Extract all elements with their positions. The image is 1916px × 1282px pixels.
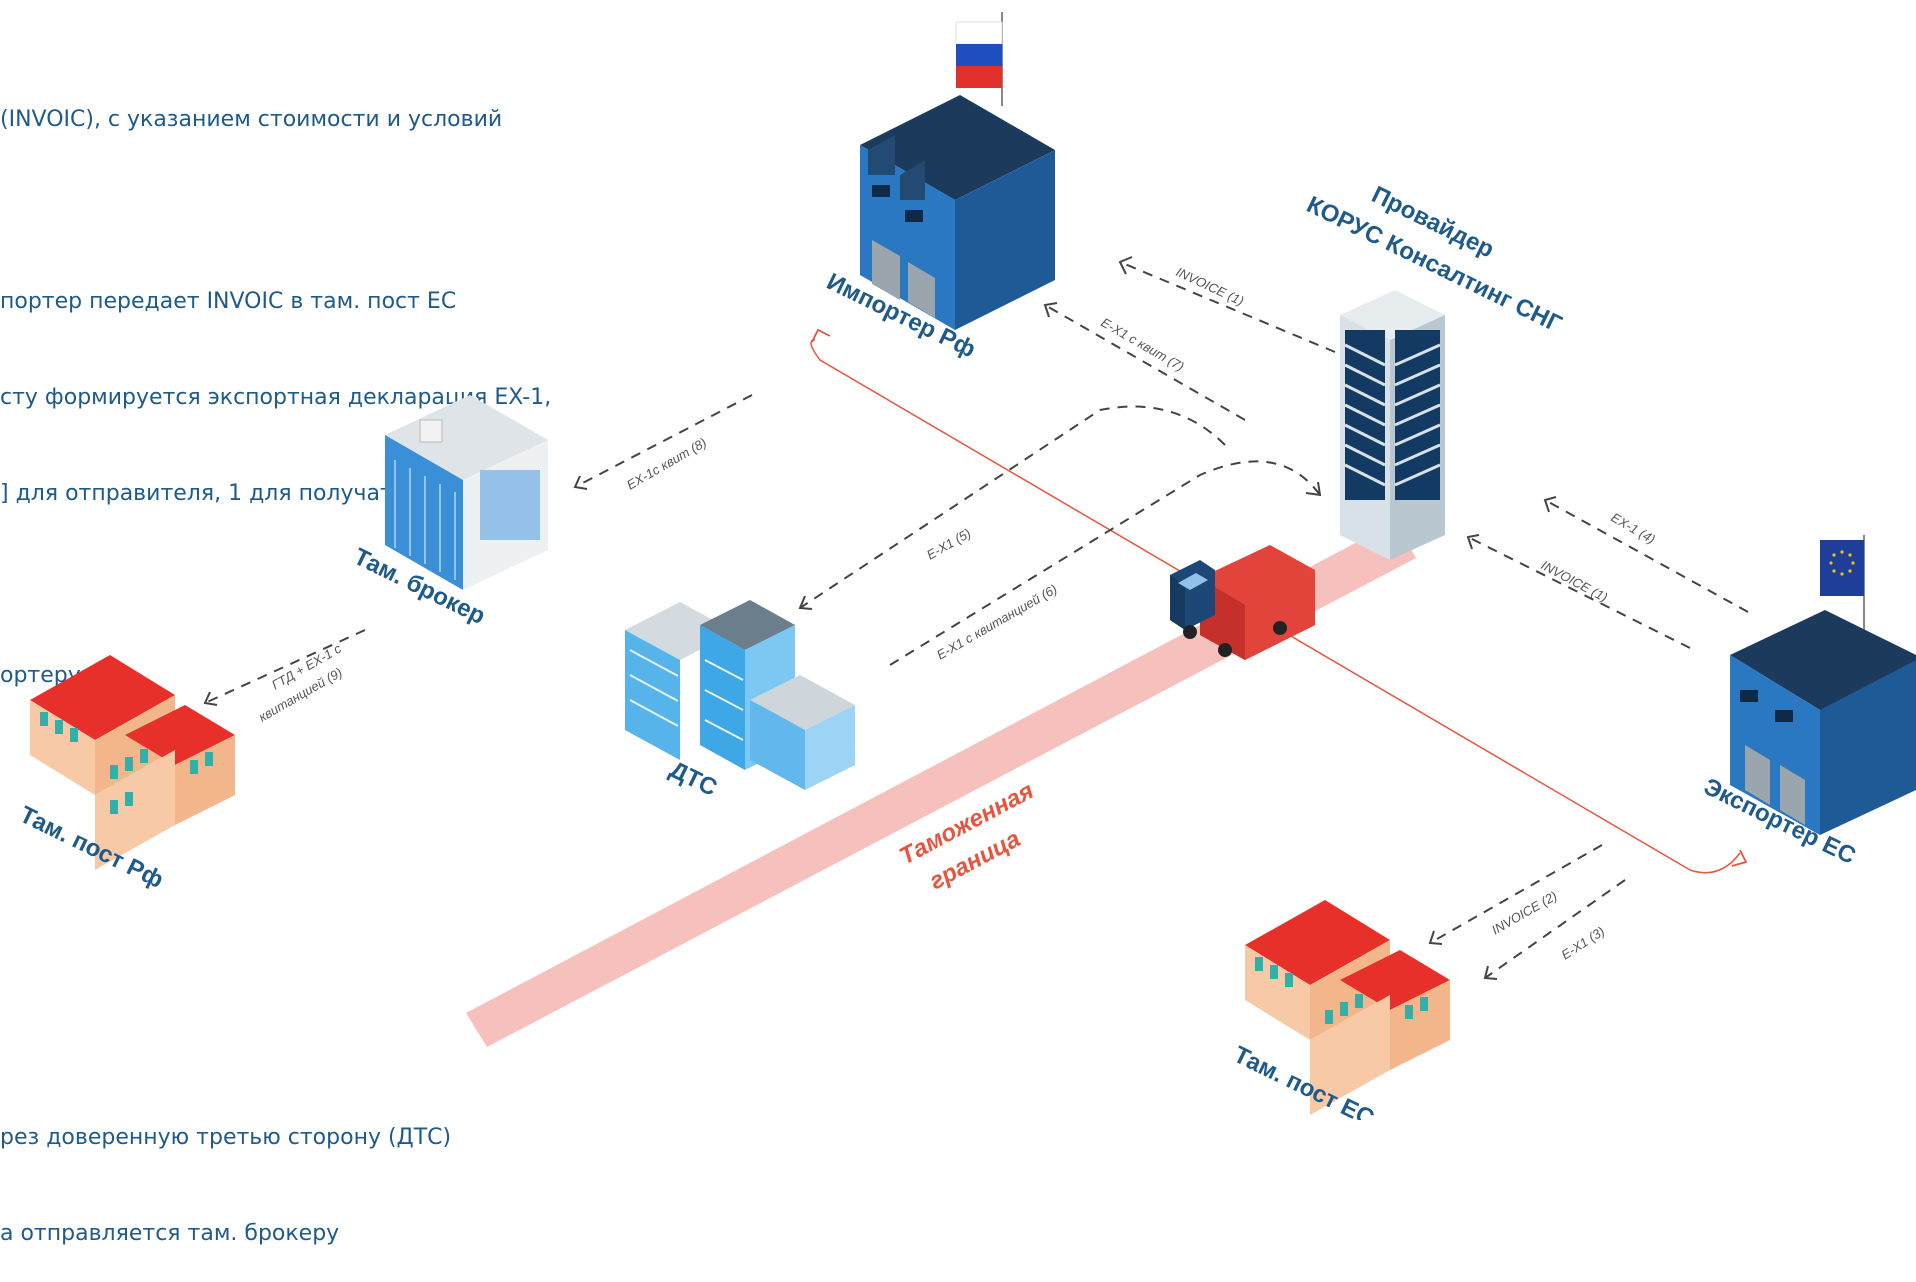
- arrow-invoice1-to-importer: [1118, 256, 1336, 353]
- msg-invoice2: INVOICE (2): [1489, 888, 1560, 937]
- customs-border-band: [466, 522, 1416, 1047]
- msg-ex1-5: E-X1 (5): [924, 525, 973, 562]
- dts-building-icon: [625, 600, 855, 790]
- goods-route-head-right: [1731, 849, 1748, 867]
- top-text-line: (INVOIC), с указанием стоимости и услови…: [0, 107, 503, 132]
- arrow-ex1-kvit6-to-provider: [889, 460, 1322, 666]
- arrow-ex1-5-to-dts: [798, 405, 1226, 610]
- arrow-ex1-kvit8-to-broker: [573, 394, 753, 490]
- msg-ex1-kvit8: EX-1с квит (8): [624, 435, 709, 493]
- provider-skyscraper-icon: [1340, 290, 1445, 560]
- top-text-line: портер передает INVOIC в там. пост ЕС: [0, 289, 457, 314]
- arrow-ex1-kvit7-to-importer: [1043, 302, 1246, 421]
- bottom-text-line: рез доверенную третью сторону (ДТС): [0, 1125, 452, 1150]
- arrow-ex1-3-to-post-eu: [1483, 879, 1626, 980]
- msg-invoice1-importer: INVOICE (1): [1174, 264, 1246, 308]
- msg-ex1-kvit6: E-X1 с квитанцией (6): [934, 581, 1060, 662]
- customs-flow-diagram: Импортер Рф Провайдер КОРУС Консалтинг С…: [15, 12, 1916, 1120]
- arrow-gtd-to-post-rf: [203, 629, 366, 706]
- exporter-factory-icon: [1730, 535, 1916, 835]
- broker-building-icon: [385, 395, 548, 590]
- arrow-invoice1-to-provider: [1466, 534, 1691, 649]
- truck-icon: [1170, 545, 1315, 660]
- bottom-text-line: а отправляется там. брокеру: [0, 1221, 340, 1246]
- arrow-ex1-4-to-provider: [1543, 496, 1749, 613]
- customs-post-rf-icon: [30, 655, 235, 870]
- msg-ex1-4: EX-1 (4): [1609, 510, 1658, 547]
- msg-invoice1-exporter: INVOICE (1): [1539, 557, 1610, 605]
- arrow-invoice2-to-post-eu: [1428, 844, 1603, 945]
- customs-post-eu-icon: [1245, 900, 1450, 1115]
- importer-factory-icon: [860, 12, 1055, 330]
- goods-route-head-left: [811, 328, 831, 343]
- dts-label: ДТС: [665, 756, 721, 802]
- msg-ex1-3: E-X1 (3): [1558, 924, 1607, 963]
